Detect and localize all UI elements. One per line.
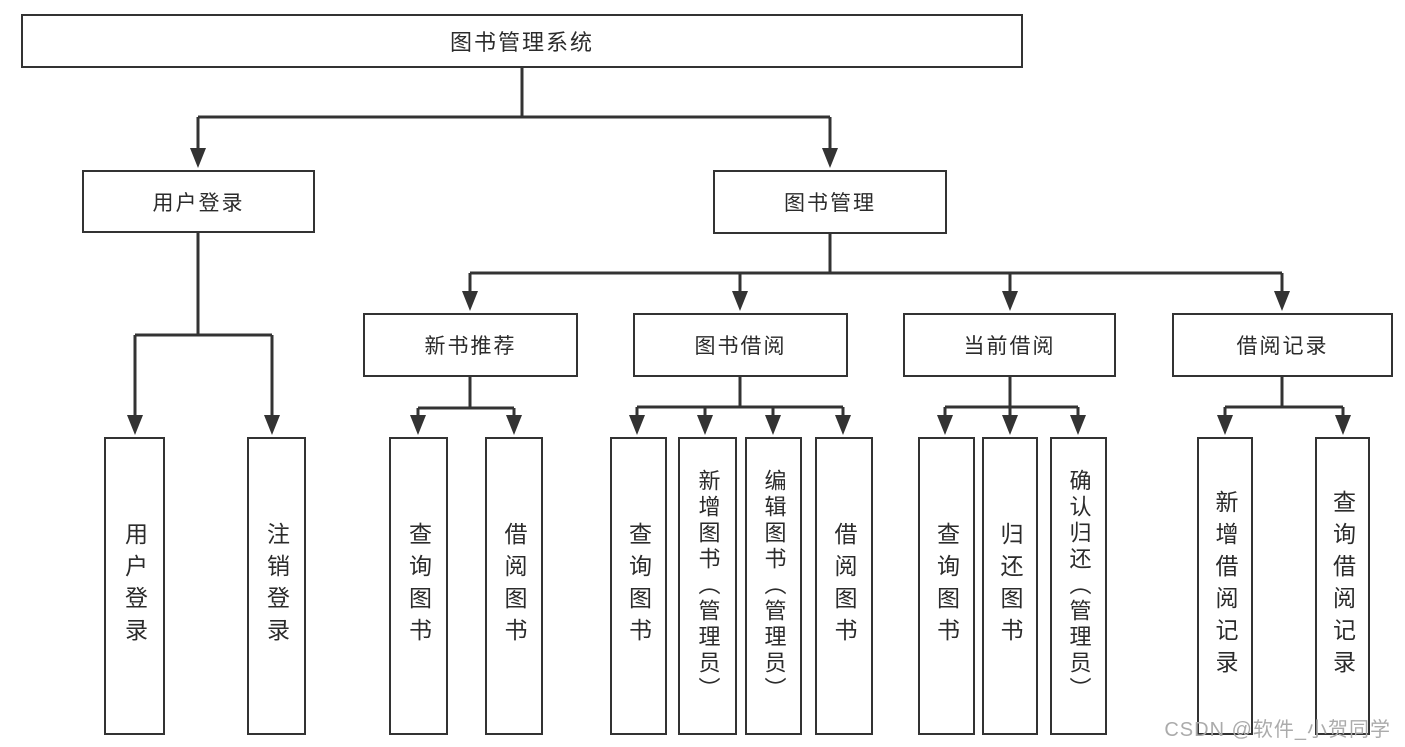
- node-current-borrow: 当前借阅: [903, 313, 1116, 377]
- watermark: CSDN @软件_小贺同学: [1164, 719, 1391, 741]
- leaf-logout: 注销登录: [247, 437, 306, 735]
- node-book-borrow: 图书借阅: [633, 313, 848, 377]
- node-book-management: 图书管理: [713, 170, 947, 234]
- leaf-borrow-edit-books: 编辑图书（管理员）: [745, 437, 802, 735]
- leaf-newbooks-borrow-books: 借阅图书: [485, 437, 543, 735]
- leaf-borrow-borrow-books: 借阅图书: [815, 437, 873, 735]
- leaf-borrow-add-books: 新增图书（管理员）: [678, 437, 737, 735]
- node-borrow-records: 借阅记录: [1172, 313, 1393, 377]
- leaf-records-add-record: 新增借阅记录: [1197, 437, 1253, 735]
- leaf-records-query-record: 查询借阅记录: [1315, 437, 1370, 735]
- leaf-current-confirm-return: 确认归还（管理员）: [1050, 437, 1107, 735]
- leaf-newbooks-query-books: 查询图书: [389, 437, 448, 735]
- leaf-current-query-books: 查询图书: [918, 437, 975, 735]
- leaf-current-return-books: 归还图书: [982, 437, 1038, 735]
- node-new-books: 新书推荐: [363, 313, 578, 377]
- node-user-login: 用户登录: [82, 170, 315, 233]
- leaf-borrow-query-books: 查询图书: [610, 437, 667, 735]
- leaf-user-login: 用户登录: [104, 437, 165, 735]
- node-library-system: 图书管理系统: [21, 14, 1023, 68]
